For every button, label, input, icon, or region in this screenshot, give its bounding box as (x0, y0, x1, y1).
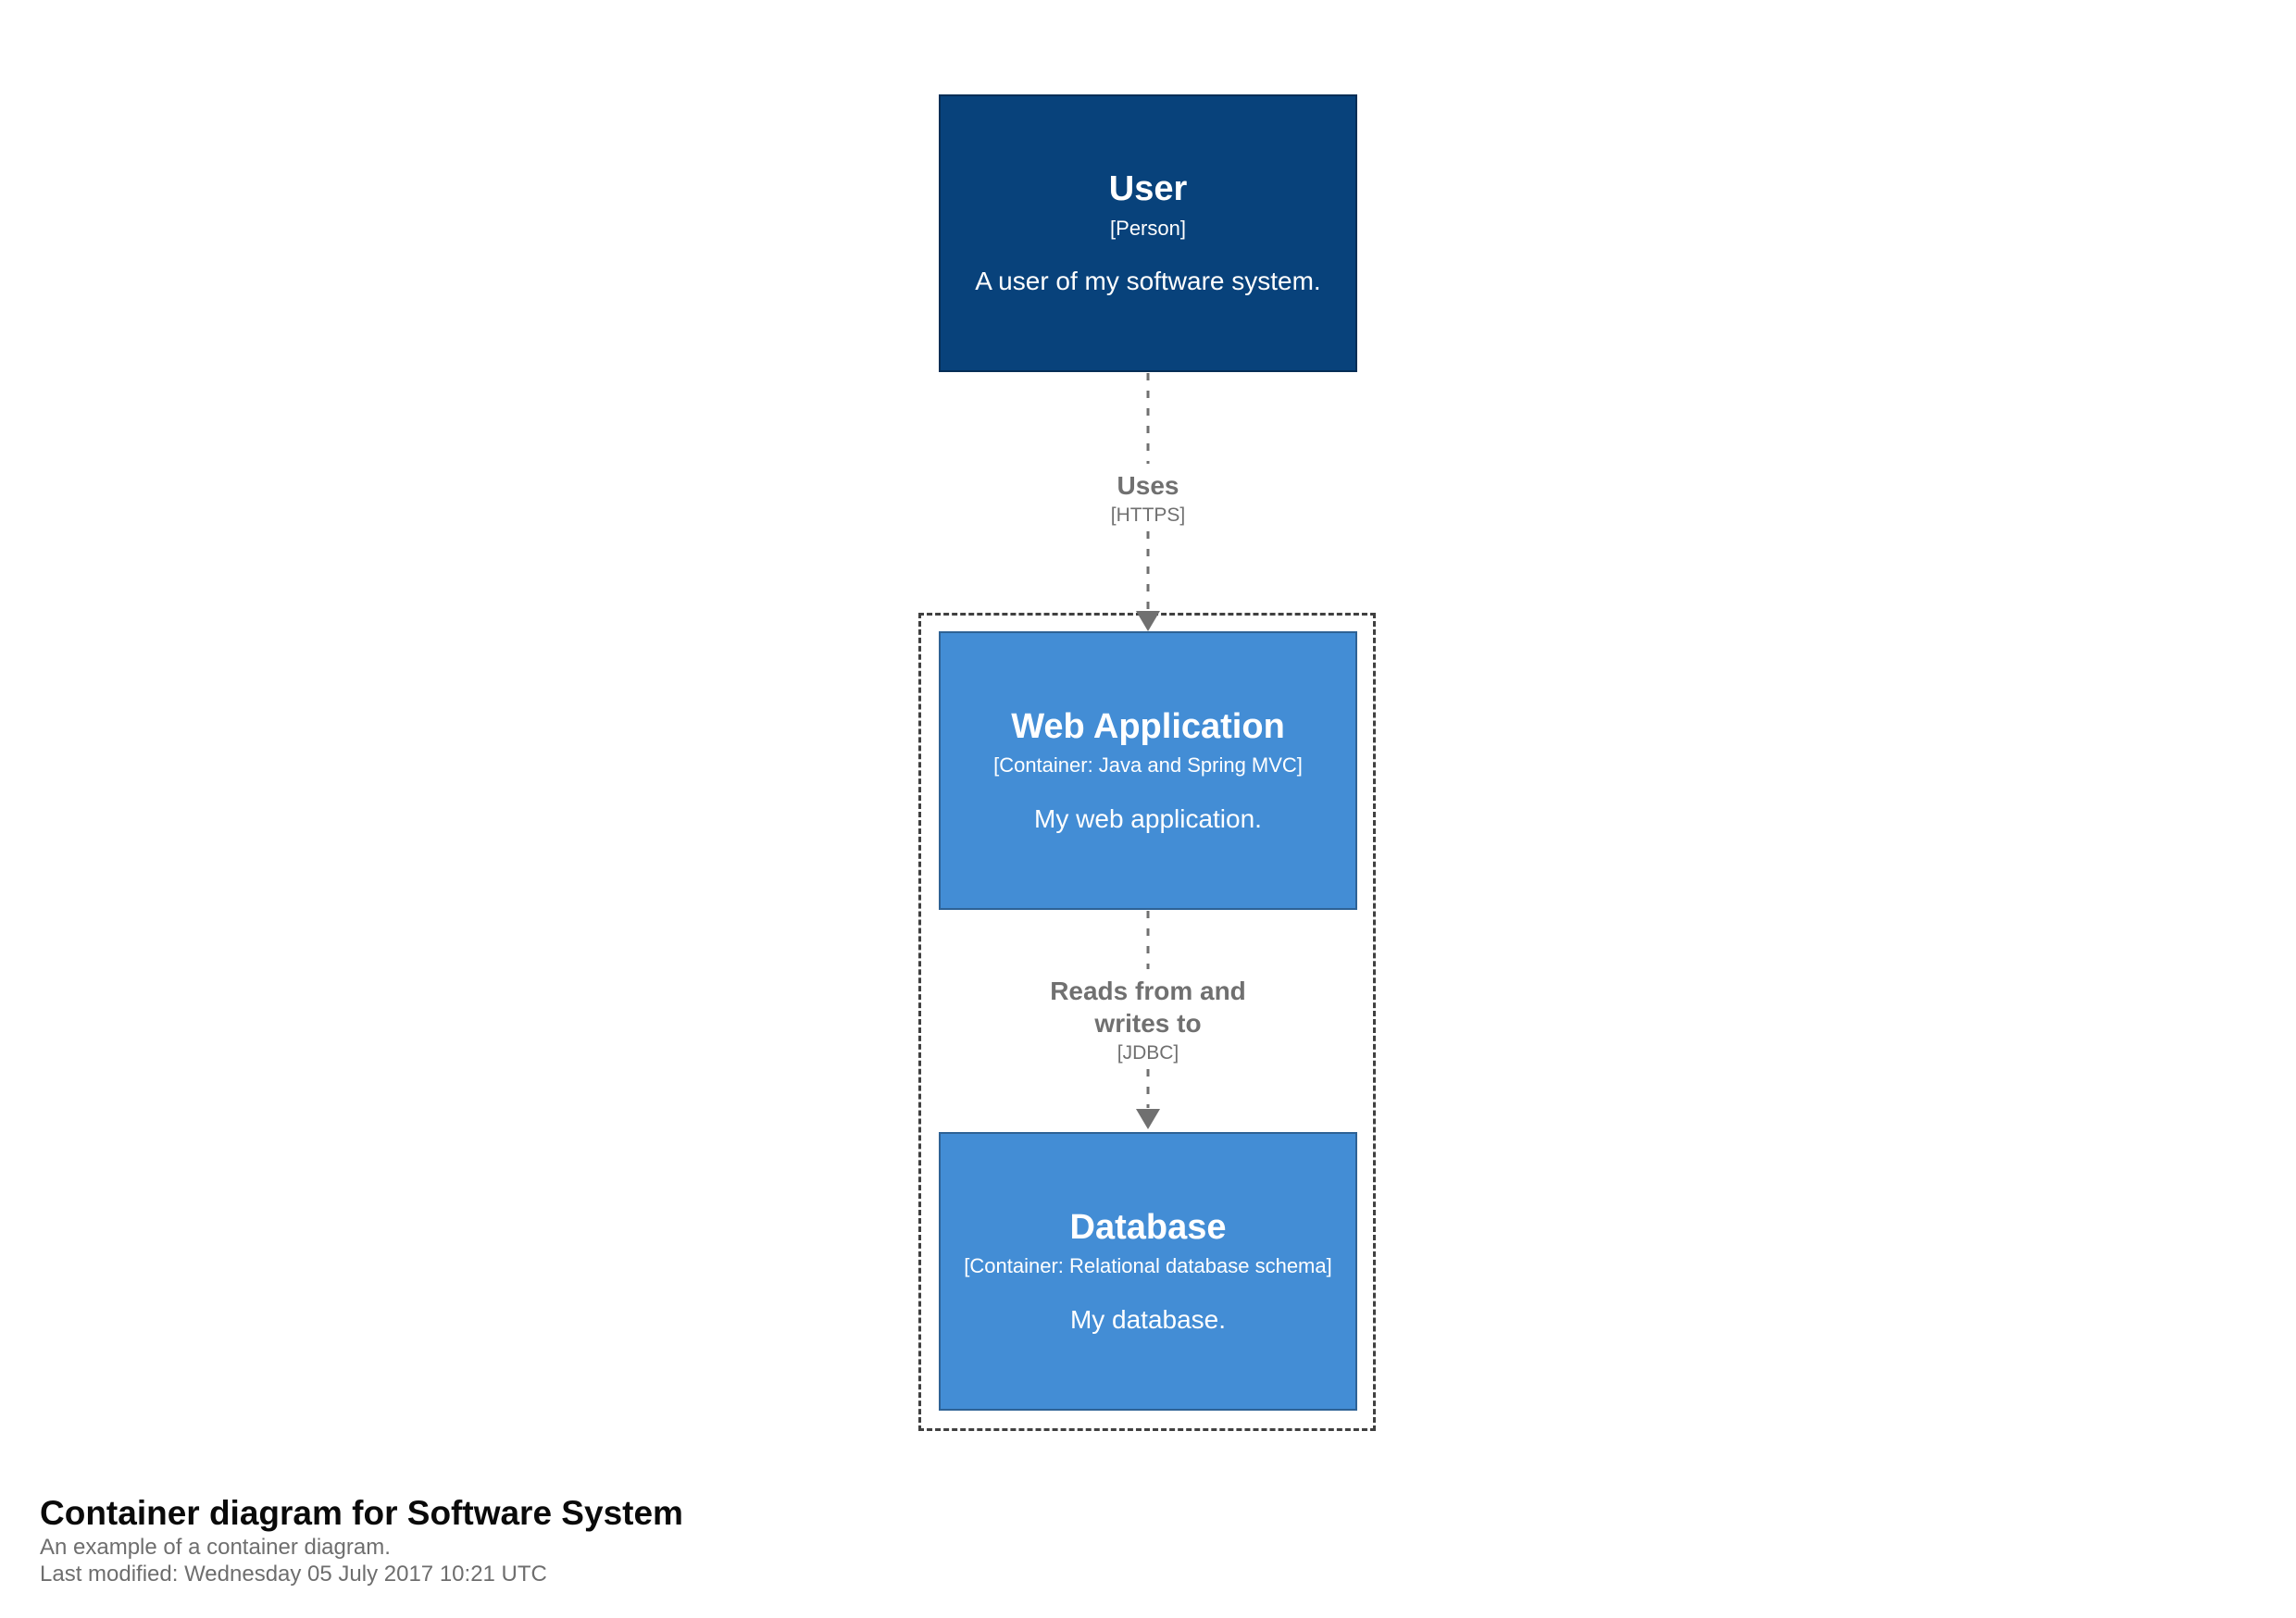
relationship-technology: [HTTPS] (1110, 504, 1186, 526)
diagram-last-modified: Last modified: Wednesday 05 July 2017 10… (40, 1561, 547, 1587)
arrowhead-down-icon (1136, 1109, 1160, 1129)
relationship-name: Uses (1117, 471, 1179, 500)
node-database-description: My database. (1069, 1304, 1227, 1334)
relationship-label-uses: Uses [HTTPS] (1101, 464, 1195, 532)
node-user[interactable]: User [Person] A user of my software syst… (939, 94, 1357, 372)
node-user-meta: [Person] (1110, 216, 1186, 240)
node-database[interactable]: Database [Container: Relational database… (939, 1132, 1357, 1411)
node-database-meta: [Container: Relational database schema] (964, 1254, 1332, 1278)
node-web-application[interactable]: Web Application [Container: Java and Spr… (939, 631, 1357, 910)
diagram-title: Container diagram for Software System (40, 1494, 683, 1532)
node-user-name: User (1108, 169, 1188, 209)
relationship-technology: [JDBC] (1117, 1042, 1179, 1064)
node-web-application-description: My web application. (1034, 803, 1262, 833)
diagram-subtitle: An example of a container diagram. (40, 1534, 391, 1560)
node-database-name: Database (1069, 1207, 1227, 1247)
relationship-name: Reads from and writes to (1050, 977, 1246, 1038)
node-web-application-meta: [Container: Java and Spring MVC] (993, 753, 1303, 778)
node-web-application-name: Web Application (1011, 706, 1285, 746)
arrowhead-down-icon (1136, 611, 1160, 631)
diagram-footer: Container diagram for Software System An… (40, 1494, 683, 1587)
relationship-label-reads-writes: Reads from and writes to [JDBC] (1023, 969, 1273, 1070)
node-user-description: A user of my software system. (975, 267, 1321, 296)
